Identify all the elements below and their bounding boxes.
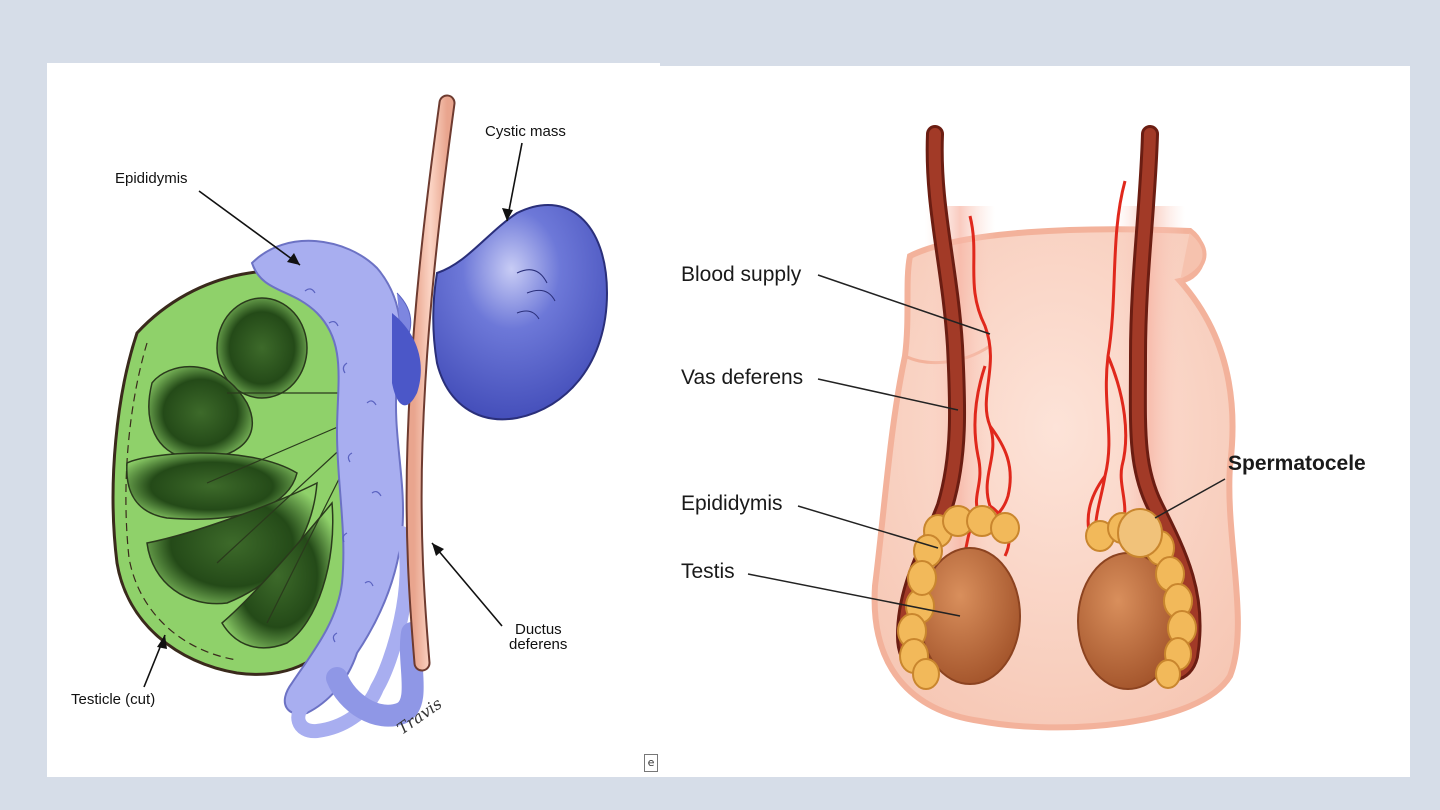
blood-vessels (958, 180, 1128, 567)
epididymis-arrowhead (287, 253, 300, 265)
cystic-mass-shape (392, 203, 609, 421)
testis-leader-line (747, 573, 961, 617)
ductus-arrowhead (432, 543, 444, 556)
spermatocele-leader-line (1154, 478, 1226, 519)
label-spermatocele: Spermatocele (1228, 452, 1366, 475)
vas-deferens-leader-line (817, 378, 959, 411)
left-illustration-panel: Epididymis Cystic mass Testicle (cut) Du… (47, 63, 660, 777)
label-vas-deferens: Vas deferens (681, 366, 803, 389)
blood-supply-leader-line (817, 274, 991, 335)
right-illustration-panel: Blood supply Vas deferens Epididymis Tes… (660, 66, 1410, 777)
ductus-deferens-shape (407, 96, 454, 670)
cystic-mass-leader-line (506, 142, 523, 222)
duct-loop (326, 622, 424, 727)
embedded-object-icon[interactable]: e (644, 754, 658, 772)
label-testicle-cut: Testicle (cut) (71, 691, 155, 708)
cystic-mass-arrowhead (502, 208, 513, 221)
label-blood-supply: Blood supply (681, 263, 802, 286)
testicle-arrowhead (157, 635, 167, 649)
testicle-shape (111, 268, 354, 676)
left-epididymis (897, 505, 1020, 690)
label-epididymis-left: Epididymis (115, 170, 188, 187)
label-ductus: Ductus (515, 621, 562, 638)
epididymis-leader-line (198, 190, 301, 266)
right-epididymis (1085, 512, 1197, 689)
spermatocele-cyst (1117, 508, 1163, 558)
label-cystic-mass: Cystic mass (485, 123, 566, 140)
cystic-mass-illustration: Epididymis Cystic mass Testicle (cut) Du… (71, 94, 609, 738)
label-deferens: deferens (509, 636, 567, 653)
label-testis: Testis (681, 560, 735, 583)
label-epididymis-right: Epididymis (681, 492, 783, 515)
ductus-leader-line (431, 542, 503, 627)
epididymis-leader-line-right (797, 505, 939, 549)
spermatocele-illustration: Blood supply Vas deferens Epididymis Tes… (681, 125, 1366, 731)
